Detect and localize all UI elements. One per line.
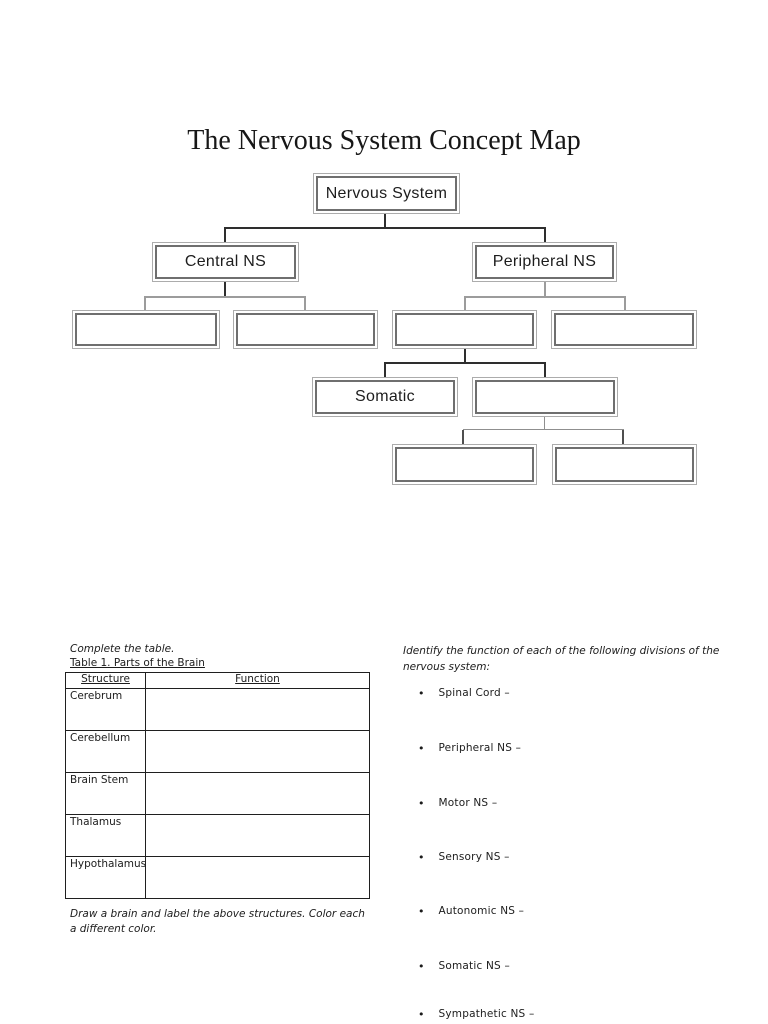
question-item-spinal-cord: • Spinal Cord –: [418, 687, 510, 700]
structure-cell: Cerebellum: [65, 730, 146, 773]
connector-peripheral-stem: [544, 282, 546, 296]
connector-drop-central-child-2: [304, 298, 306, 310]
node-nervous-system: Nervous System: [313, 173, 460, 214]
node-central-child-2-blank: [233, 310, 378, 349]
connector-central-bracket: [144, 296, 306, 298]
bullet-icon: •: [418, 1008, 425, 1021]
connector-drop-central: [224, 229, 226, 242]
bullet-icon: •: [418, 742, 425, 755]
bullet-icon: •: [418, 851, 425, 864]
table-caption: Table 1. Parts of the Brain: [70, 657, 205, 669]
bullet-icon: •: [418, 905, 425, 918]
question-label: Peripheral NS –: [438, 742, 522, 754]
function-cell-blank: [145, 730, 370, 773]
node-somatic: Somatic: [312, 377, 458, 417]
connector-drop-peripheral-child-2: [624, 298, 626, 310]
question-item-motor-ns: • Motor NS –: [418, 797, 497, 810]
connector-drop-somatic: [384, 364, 386, 377]
column-header-structure: Structure: [65, 672, 146, 689]
node-peripheral-ns: Peripheral NS: [472, 242, 617, 282]
question-label: Sensory NS –: [438, 851, 510, 863]
table-row: Hypothalamus: [65, 856, 370, 899]
question-label: Autonomic NS –: [438, 905, 525, 917]
structure-cell: Thalamus: [65, 814, 146, 857]
node-central-child-1-blank: [72, 310, 220, 349]
question-item-somatic-ns: • Somatic NS –: [418, 960, 510, 973]
question-item-autonomic-ns: • Autonomic NS –: [418, 905, 524, 918]
bullet-icon: •: [418, 797, 425, 810]
node-label: Somatic: [355, 388, 415, 405]
connector-drop-somatic-sibling: [544, 364, 546, 377]
node-peripheral-child-1-blank: [392, 310, 537, 349]
question-label: Sympathetic NS –: [438, 1008, 535, 1020]
connector-central-stem: [224, 282, 226, 296]
node-label: Nervous System: [325, 184, 448, 202]
node-somatic-sibling-blank: [472, 377, 618, 417]
draw-brain-instruction: Draw a brain and label the above structu…: [70, 908, 365, 936]
structure-cell: Brain Stem: [65, 772, 146, 815]
connector-drop-bottom-child-2: [622, 430, 624, 444]
brain-table: Structure Function Cerebrum Cerebellum B…: [65, 672, 370, 899]
question-item-sympathetic-ns: • Sympathetic NS –: [418, 1008, 534, 1021]
connector-somatic-stem: [464, 349, 466, 362]
table-row: Cerebellum: [65, 730, 370, 773]
function-cell-blank: [145, 856, 370, 899]
function-cell-blank: [145, 688, 370, 731]
question-label: Spinal Cord –: [438, 687, 510, 699]
structure-cell: Cerebrum: [65, 688, 146, 731]
node-label: Peripheral NS: [492, 253, 597, 270]
node-bottom-child-1-blank: [392, 444, 537, 485]
connector-bottom-stem: [544, 417, 545, 429]
question-item-peripheral-ns: • Peripheral NS –: [418, 742, 521, 755]
connector-bottom-bracket: [463, 429, 624, 430]
function-cell-blank: [145, 814, 370, 857]
question-label: Somatic NS –: [438, 960, 510, 972]
bullet-icon: •: [418, 960, 425, 973]
connector-peripheral-bracket: [464, 296, 626, 298]
connector-somatic-bracket: [384, 362, 546, 364]
node-peripheral-child-2-blank: [551, 310, 697, 349]
complete-table-instruction: Complete the table.: [70, 643, 175, 655]
questions-prompt: Identify the function of each of the fol…: [403, 645, 720, 673]
table-row: Thalamus: [65, 814, 370, 857]
page-title: The Nervous System Concept Map: [187, 125, 581, 156]
structure-cell: Hypothalamus: [65, 856, 146, 899]
question-item-sensory-ns: • Sensory NS –: [418, 851, 510, 864]
table-row: Cerebrum: [65, 688, 370, 731]
connector-drop-central-child-1: [144, 298, 146, 310]
table-header-row: Structure Function: [65, 672, 370, 689]
node-central-ns: Central NS: [152, 242, 299, 282]
connector-drop-peripheral-child-1: [464, 298, 466, 310]
connector-level2-bracket: [224, 227, 546, 229]
node-label: Central NS: [184, 253, 267, 270]
connector-drop-bottom-child-1: [462, 430, 464, 444]
column-header-function: Function: [145, 672, 370, 689]
connector-root-stem: [384, 214, 386, 227]
function-cell-blank: [145, 772, 370, 815]
bullet-icon: •: [418, 687, 425, 700]
node-bottom-child-2-blank: [552, 444, 697, 485]
table-row: Brain Stem: [65, 772, 370, 815]
question-label: Motor NS –: [438, 797, 498, 809]
connector-drop-peripheral: [544, 229, 546, 242]
